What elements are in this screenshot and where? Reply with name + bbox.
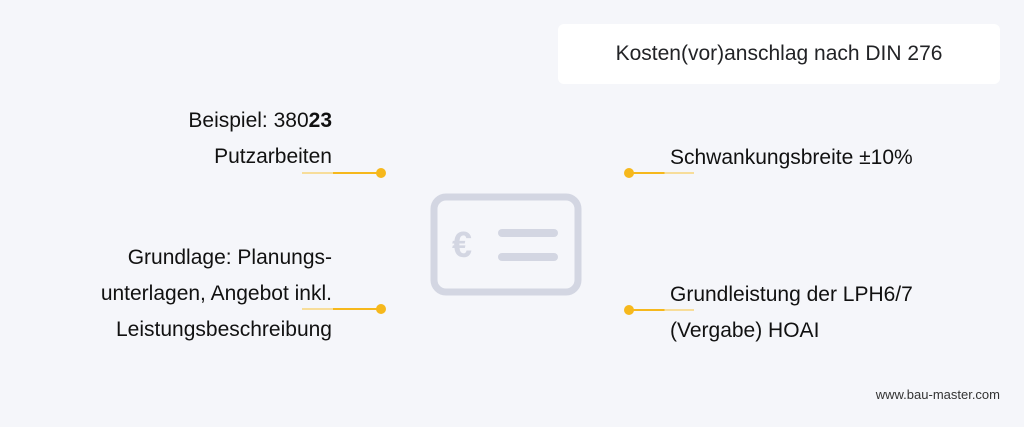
connector-line-left-2 (302, 308, 380, 310)
range-text: Schwankungsbreite ±10% (670, 146, 913, 169)
connector-line-right-2 (628, 309, 694, 311)
right-item-range: Schwankungsbreite ±10% (670, 140, 913, 176)
connector-line-left-1 (302, 172, 380, 174)
svg-text:€: € (452, 224, 472, 265)
right-item-service: Grundleistung der LPH6/7 (Vergabe) HOAI (670, 277, 913, 349)
connector-dot-left-2 (376, 304, 386, 314)
footer-website: www.bau-master.com (875, 387, 1000, 402)
left-item-example: Beispiel: 38023 Putzarbeiten (188, 103, 332, 175)
title-box: Kosten(vor)anschlag nach DIN 276 (558, 24, 1000, 84)
basis-line-1: Grundlage: Planungs- (127, 246, 332, 269)
left-item-basis: Grundlage: Planungs- unterlagen, Angebot… (101, 240, 332, 348)
example-code-bold: 23 (308, 109, 332, 132)
basis-line-3: Leistungsbeschreibung (116, 318, 332, 341)
euro-invoice-card-icon: € (430, 193, 582, 296)
diagram-title: Kosten(vor)anschlag nach DIN 276 (615, 42, 943, 65)
service-line-2: (Vergabe) HOAI (670, 319, 820, 342)
example-description: Putzarbeiten (214, 145, 332, 168)
connector-line-right-1 (628, 172, 694, 174)
connector-dot-left-1 (376, 168, 386, 178)
basis-line-2: unterlagen, Angebot inkl. (100, 282, 332, 305)
example-label: Beispiel: 380 (188, 109, 309, 132)
service-line-1: Grundleistung der LPH6/7 (670, 283, 913, 306)
